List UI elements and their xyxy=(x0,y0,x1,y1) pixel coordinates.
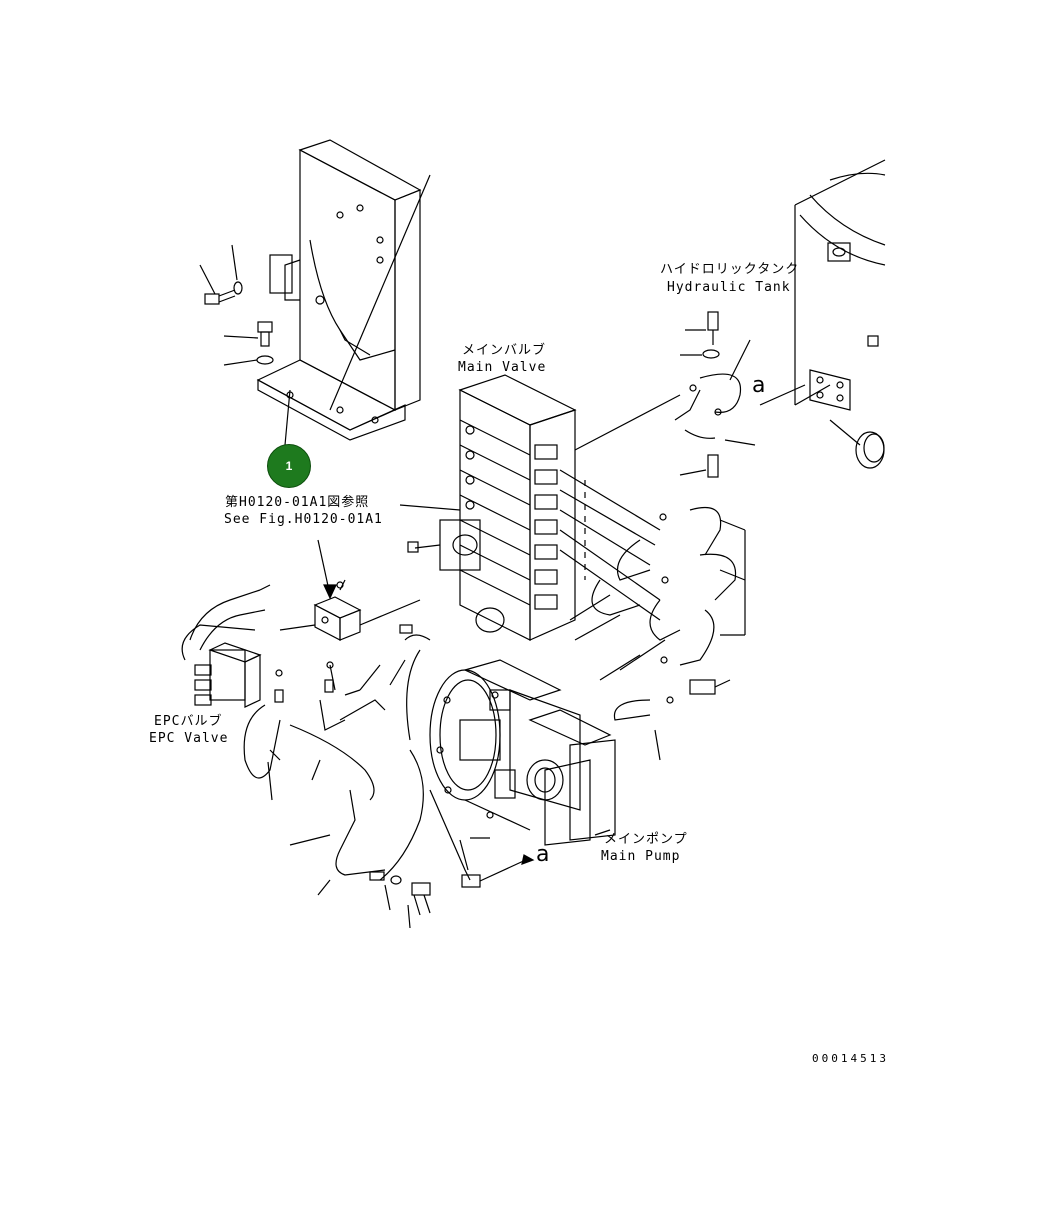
mounting-bracket xyxy=(256,139,431,441)
hose-group-valve-tank xyxy=(591,506,746,761)
epc-valve-solenoids xyxy=(181,584,271,708)
hose-group-epc xyxy=(243,624,431,881)
reference-mark-a-lower: a xyxy=(536,842,550,867)
reference-mark-a-upper: a xyxy=(752,373,766,398)
hydraulic-tank-label-en: Hydraulic Tank xyxy=(667,280,791,295)
main-pump-label-jp: メインポンプ xyxy=(604,832,688,847)
bolt-group-bracket xyxy=(199,244,274,366)
hose-group-tank-top xyxy=(674,311,756,478)
main-pump xyxy=(429,659,616,888)
epc-valve-label-jp: EPCバルブ xyxy=(154,714,223,729)
label-leader-lines xyxy=(269,389,641,846)
bolt-group-bottom xyxy=(317,839,469,929)
see-figure-label-jp: 第H0120-01A1図参照 xyxy=(225,495,370,510)
epc-valve-label-en: EPC Valve xyxy=(149,731,229,746)
hydraulic-tank xyxy=(759,159,886,469)
part-callout-1[interactable]: 1 xyxy=(267,444,311,488)
main-valve-body xyxy=(439,374,577,641)
main-pump-label-en: Main Pump xyxy=(601,849,681,864)
main-valve-label-en: Main Valve xyxy=(458,360,547,375)
valve-connecting-lines xyxy=(399,394,681,671)
part-callout-number: 1 xyxy=(285,459,293,473)
hydraulic-tank-label-jp: ハイドロリックタンク xyxy=(660,262,800,277)
see-figure-label-en: See Fig.H0120-01A1 xyxy=(224,512,383,527)
document-number: 00014513 xyxy=(812,1052,889,1065)
main-valve-label-jp: メインバルブ xyxy=(462,343,547,358)
epc-valve-assembly xyxy=(279,539,421,641)
